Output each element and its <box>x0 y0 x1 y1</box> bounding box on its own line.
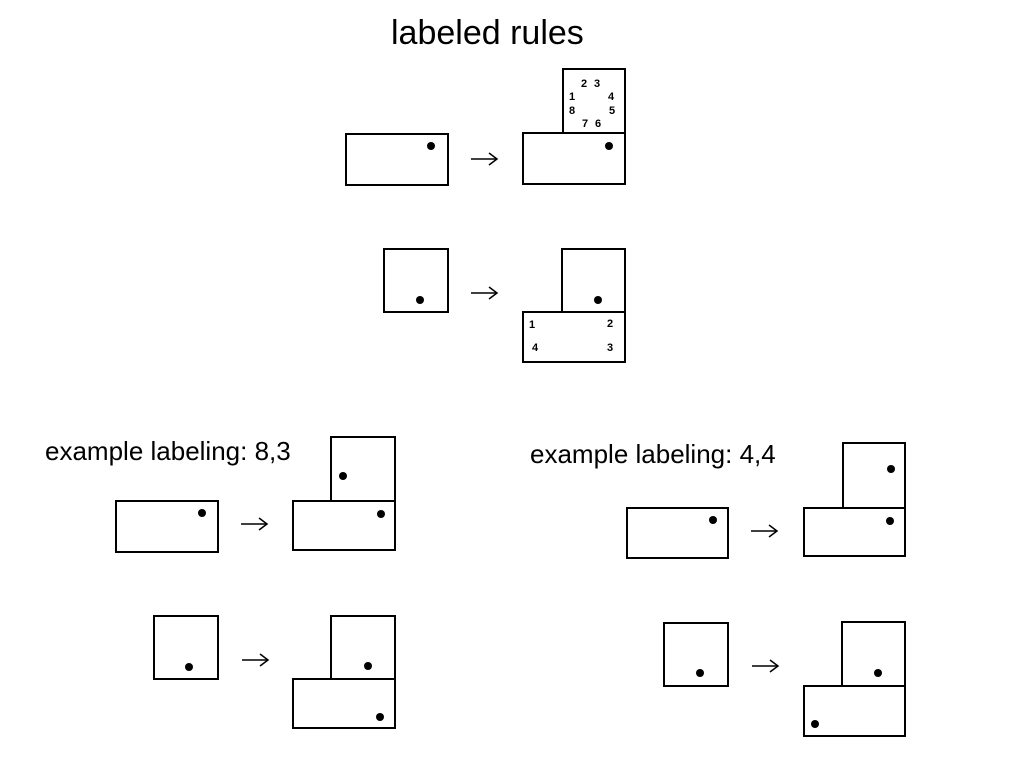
dot-marker <box>339 472 347 480</box>
example-caption: example labeling: 8,3 <box>45 436 291 466</box>
rule1-lhs-rect <box>345 133 449 186</box>
position-label-2: 2 <box>580 78 588 90</box>
rule2-rhs-rect: 1 2 4 3 <box>522 311 626 363</box>
example-caption: example labeling: 4,4 <box>530 439 776 469</box>
dot-marker <box>886 517 894 525</box>
arrow-right-icon <box>751 524 779 538</box>
rule2-rhs-square <box>561 248 626 313</box>
rule1-rhs-rect <box>522 132 626 185</box>
dot-marker <box>594 296 602 304</box>
example2-row1-rhs-rect <box>803 507 906 557</box>
example1-row1-rhs-square <box>330 436 396 502</box>
position-label-4: 4 <box>607 91 615 103</box>
arrow-right-icon <box>241 517 269 531</box>
arrow-right-icon <box>242 653 270 667</box>
dot-marker <box>427 142 435 150</box>
example2-row2-lhs-square <box>663 622 729 687</box>
corner-label-top-right: 2 <box>606 318 614 330</box>
dot-marker <box>811 720 819 728</box>
example1-row1-rhs-rect <box>292 500 396 551</box>
dot-marker <box>377 510 385 518</box>
corner-label-top-left: 1 <box>528 319 536 331</box>
position-label-8: 8 <box>568 105 576 117</box>
position-label-6: 6 <box>594 118 602 130</box>
dot-marker <box>696 669 704 677</box>
position-label-7: 7 <box>581 118 589 130</box>
dot-marker <box>185 663 193 671</box>
dot-marker <box>416 296 424 304</box>
example2-row2-rhs-rect <box>803 685 906 737</box>
example1-row2-rhs-square <box>330 615 396 680</box>
example1-row1-lhs-rect <box>115 500 219 553</box>
dot-marker <box>376 713 384 721</box>
arrow-right-icon <box>471 152 499 166</box>
dot-marker <box>198 509 206 517</box>
position-label-1: 1 <box>568 91 576 103</box>
rule2-lhs-square <box>383 248 449 313</box>
arrow-right-icon <box>752 659 780 673</box>
dot-marker <box>709 516 717 524</box>
dot-marker <box>364 662 372 670</box>
position-label-3: 3 <box>593 78 601 90</box>
rule1-rhs-square: 2 3 1 4 8 5 7 6 <box>562 68 626 134</box>
corner-label-bottom-left: 4 <box>531 342 539 354</box>
diagram-title: labeled rules <box>391 14 584 52</box>
example1-row2-rhs-rect <box>292 678 396 729</box>
example2-row2-rhs-square <box>841 621 906 687</box>
example2-row1-rhs-square <box>842 442 906 509</box>
example1-row2-lhs-square <box>153 615 219 680</box>
example2-row1-lhs-rect <box>626 507 729 559</box>
arrow-right-icon <box>471 286 499 300</box>
dot-marker <box>887 465 895 473</box>
corner-label-bottom-right: 3 <box>606 342 614 354</box>
dot-marker <box>605 142 613 150</box>
dot-marker <box>874 669 882 677</box>
position-label-5: 5 <box>608 105 616 117</box>
